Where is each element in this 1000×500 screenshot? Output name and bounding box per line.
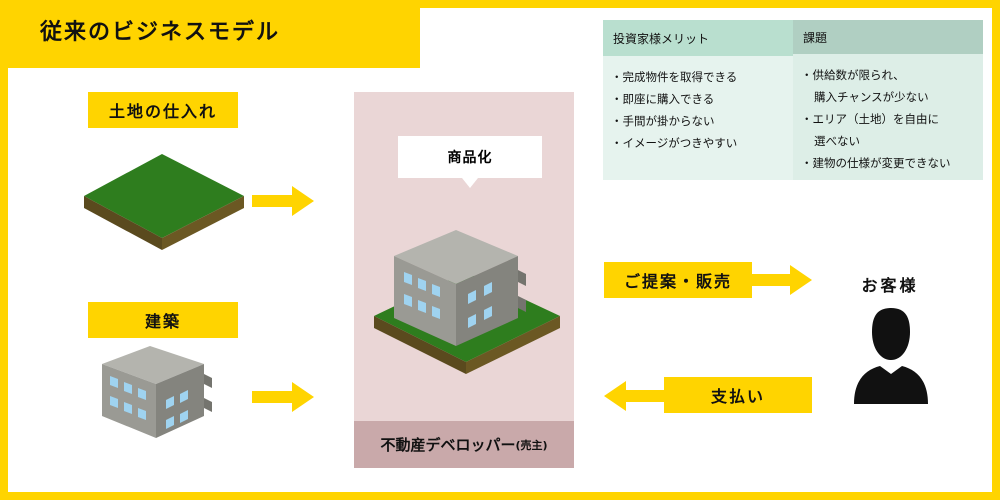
customer-label: お客様 xyxy=(861,276,919,295)
person-silhouette-icon xyxy=(854,308,928,404)
arrow-left-icon xyxy=(604,381,666,411)
issue-item: ・供給数が限られ、 xyxy=(801,68,905,82)
arrow-right-icon xyxy=(252,186,314,216)
arrow-right-icon xyxy=(252,382,314,412)
merits-column: 投資家様メリット ・完成物件を取得できる ・即座に購入できる ・手間が掛からない… xyxy=(603,20,793,180)
merit-item: ・イメージがつきやすい xyxy=(611,136,738,150)
merit-item: ・完成物件を取得できる xyxy=(611,70,738,84)
issue-item-continued: 購入チャンスが少ない xyxy=(814,90,929,104)
issues-header: 課題 xyxy=(793,20,983,54)
issues-list: ・供給数が限られ、 購入チャンスが少ない ・エリア（土地）を自由に 選べない ・… xyxy=(793,54,983,180)
building-icon xyxy=(102,346,212,438)
merits-list: ・完成物件を取得できる ・即座に購入できる ・手間が掛からない ・イメージがつき… xyxy=(603,56,793,180)
building-on-land-icon xyxy=(374,230,560,374)
issues-column: 課題 ・供給数が限られ、 購入チャンスが少ない ・エリア（土地）を自由に 選べな… xyxy=(793,20,983,180)
issue-item: ・建物の仕様が変更できない xyxy=(801,156,951,170)
developer-name: 不動産デベロッパー xyxy=(380,436,516,454)
arrow-right-icon xyxy=(750,265,812,295)
developer-role: (売主) xyxy=(515,438,548,452)
developer-label: 不動産デベロッパー(売主) xyxy=(354,421,574,468)
construction-label: 建築 xyxy=(88,302,238,338)
page-title: 従来のビジネスモデル xyxy=(40,20,281,45)
merits-header: 投資家様メリット xyxy=(603,20,793,56)
grass-land-tile-icon xyxy=(84,154,244,250)
bubble-tail xyxy=(462,178,478,188)
productization-bubble: 商品化 xyxy=(398,136,542,178)
issue-item-continued: 選べない xyxy=(814,134,860,148)
payment-label: 支払い xyxy=(664,377,812,413)
issue-item: ・エリア（土地）を自由に xyxy=(801,112,939,126)
proposal-sale-label: ご提案・販売 xyxy=(604,262,752,298)
merit-item: ・手間が掛からない xyxy=(611,114,715,128)
land-purchase-label: 土地の仕入れ xyxy=(88,92,238,128)
merit-item: ・即座に購入できる xyxy=(611,92,715,106)
comparison-table: 投資家様メリット ・完成物件を取得できる ・即座に購入できる ・手間が掛からない… xyxy=(603,20,983,180)
